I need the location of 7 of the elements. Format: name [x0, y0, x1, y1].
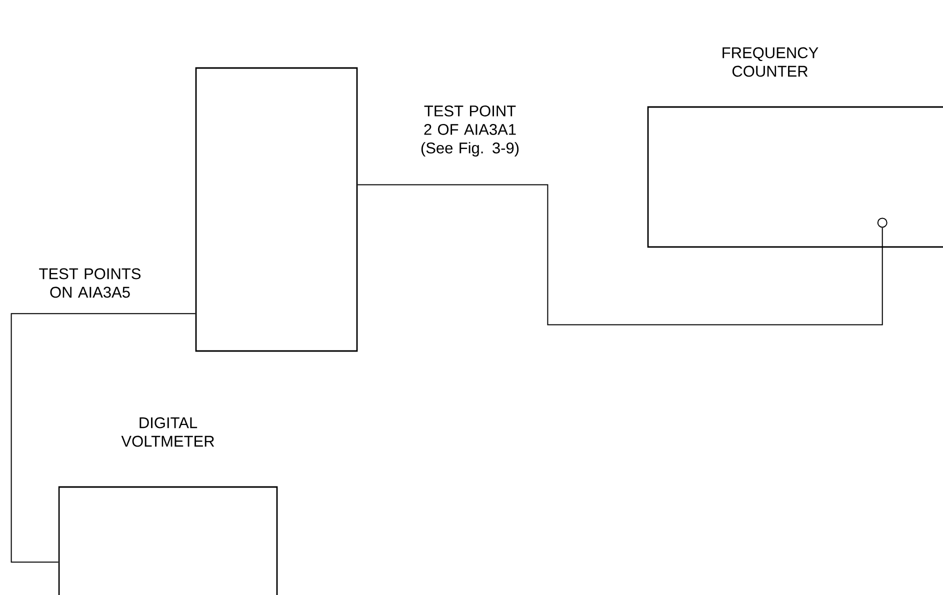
instrument-label: FREQUENCY COUNTER	[722, 47, 818, 77]
instrument-label: DIGITAL VOLTMETER	[121, 417, 214, 447]
edge-label: TEST POINT 2 OF AIA3A1 (See Fig. 3-9)	[409, 104, 531, 158]
edge-label: TEST POINTS ON AIA3A5	[29, 267, 151, 299]
cable	[10, 313, 196, 563]
instrument-box	[195, 67, 358, 352]
cable	[357, 184, 888, 326]
